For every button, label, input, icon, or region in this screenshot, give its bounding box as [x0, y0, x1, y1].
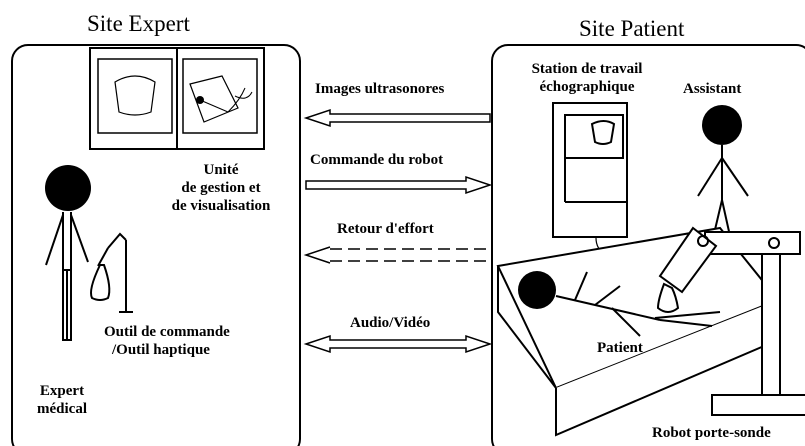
link-audio-video-label: Audio/Vidéo	[350, 315, 431, 331]
robot-probe-holder	[656, 226, 805, 416]
arrow-audio-video	[303, 334, 493, 354]
expert-person-label: Expert médical	[25, 382, 99, 418]
tool-label-line-1: Outil de commande	[104, 324, 230, 340]
station-label-line-1: Station de travail	[531, 61, 643, 77]
monitor-ultrasound	[89, 47, 178, 150]
arrow-force-feedback	[303, 246, 490, 264]
patient-figure	[518, 271, 721, 337]
haptic-tool-label: Outil de commande /Outil haptique	[104, 323, 230, 359]
unit-label-line-1: Unité	[203, 162, 239, 178]
unit-label-line-3: de visualisation	[171, 198, 271, 214]
exam-table	[496, 226, 780, 437]
tool-label-line-2: /Outil haptique	[112, 342, 210, 358]
ultrasound-workstation	[552, 102, 628, 238]
patient-site-title: Site Patient	[579, 16, 685, 41]
patient-label: Patient	[597, 340, 643, 356]
expert-label-line-2: médical	[37, 401, 87, 417]
assistant-label: Assistant	[683, 81, 742, 97]
arrow-robot-command	[305, 175, 493, 195]
workstation-label: Station de travail échographique	[512, 60, 662, 96]
expert-site-frame	[11, 44, 301, 446]
haptic-tool	[90, 232, 133, 313]
robot-label: Robot porte-sonde	[652, 425, 771, 441]
link-images-label: Images ultrasonores	[315, 81, 445, 97]
visualisation-unit-label: Unité de gestion et de visualisation	[156, 161, 286, 215]
arrow-images	[303, 108, 491, 128]
monitor-video	[176, 47, 265, 150]
unit-label-line-2: de gestion et	[181, 180, 261, 196]
expert-label-line-1: Expert	[39, 383, 85, 399]
station-label-line-2: échographique	[539, 79, 635, 95]
expert-figure	[45, 165, 91, 341]
link-robot-command-label: Commande du robot	[310, 152, 444, 168]
link-force-feedback-label: Retour d'effort	[337, 221, 434, 237]
patient-site-frame	[491, 44, 805, 446]
expert-site-title: Site Expert	[87, 11, 190, 36]
